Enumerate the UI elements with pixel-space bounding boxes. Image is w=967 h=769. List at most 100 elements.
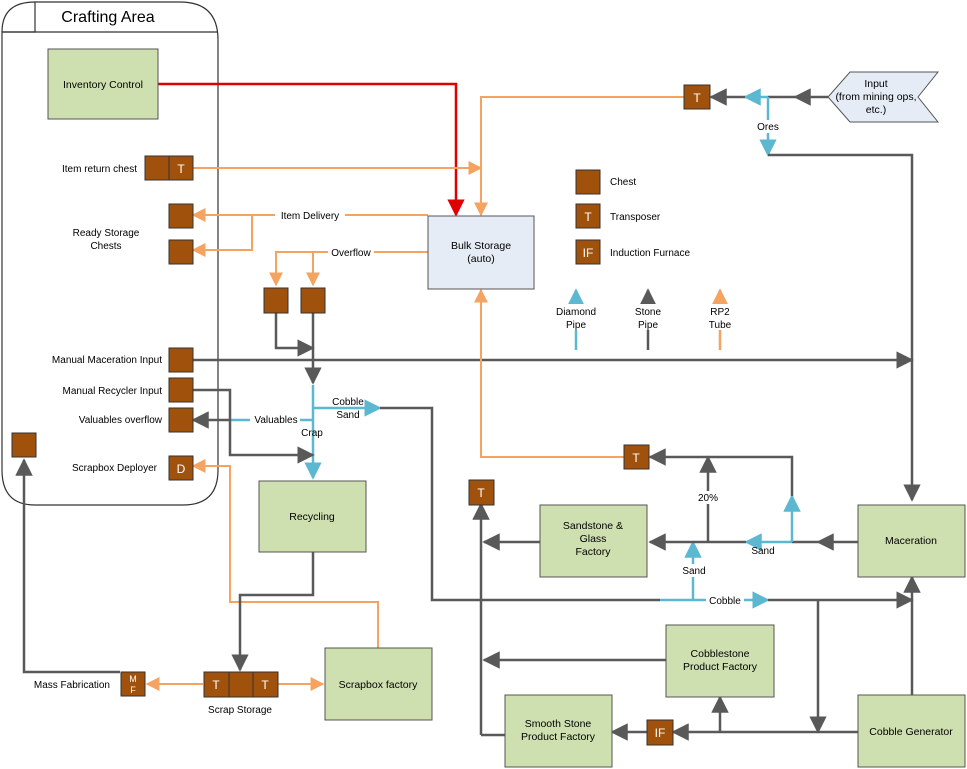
item-return-chest-label: Item return chest	[62, 164, 137, 175]
sandstone-glass-factory-node[interactable]: Sandstone & Glass Factory	[539, 504, 648, 578]
legend: Chest T Transposer IF Induction Furnace …	[556, 169, 736, 350]
cobblestone-label-2: Product Factory	[683, 661, 758, 673]
legend-diamond-label-1: Diamond	[556, 307, 596, 318]
cobble-sand-label-1: Cobble	[332, 397, 364, 408]
recycling-to-scrap	[231, 552, 315, 672]
products-transposer[interactable]	[623, 444, 650, 470]
legend-diamond-label-2: Pipe	[566, 320, 586, 331]
scrap-storage-label: Scrap Storage	[208, 705, 272, 716]
item-return-transposer-letter: T	[177, 162, 185, 176]
mass-fab-output	[15, 458, 120, 674]
overflow-chest-1[interactable]	[263, 287, 289, 314]
crafting-area: Crafting Area	[1, 1, 219, 506]
legend-stone-label-1: Stone	[635, 307, 662, 318]
bus-transposer[interactable]	[468, 479, 495, 506]
legend-transposer-label: Transposer	[610, 212, 661, 223]
scrap-transposer-right-letter: T	[261, 678, 269, 692]
manual-maceration-label: Manual Maceration Input	[52, 355, 162, 366]
scrapbox-deployer-tube	[191, 459, 379, 648]
item-return-transposer[interactable]	[168, 155, 194, 181]
smooth-stone-label-2: Product Factory	[521, 731, 596, 743]
smooth-stone-product-factory-node[interactable]: Smooth Stone Product Factory	[504, 694, 613, 768]
deployer-letter: D	[177, 462, 186, 476]
input-label-3: etc.)	[866, 104, 886, 116]
input-tube-to-bulk	[474, 96, 684, 217]
mass-fabrication-label: Mass Fabrication	[34, 680, 110, 691]
products-tube-to-bulk	[474, 288, 624, 458]
sandstone-label-2: Glass	[580, 533, 607, 545]
legend-transposer-swatch	[575, 203, 601, 229]
sandstone-label-3: Factory	[575, 546, 611, 558]
ores-to-maceration	[768, 153, 921, 502]
recycling-node[interactable]: Recycling	[258, 480, 367, 553]
connections	[15, 82, 921, 741]
cobble-generator-label: Cobble Generator	[869, 726, 953, 738]
overflow-chest-2[interactable]	[300, 287, 326, 314]
overflow-tube-1	[269, 251, 428, 287]
ready-storage-chest-1[interactable]	[168, 203, 194, 229]
inventory-control-node[interactable]: Inventory Control	[47, 48, 159, 120]
input-transposer-letter: T	[693, 91, 701, 105]
manual-recycler-chest[interactable]	[168, 377, 194, 403]
sand-label-1: Sand	[751, 546, 774, 557]
bulk-storage-node[interactable]: Bulk Storage (auto)	[427, 215, 535, 290]
scrap-storage-chest[interactable]	[228, 671, 254, 698]
cobble-label: Cobble	[709, 596, 741, 607]
scrapbox-factory-node[interactable]: Scrapbox factory	[324, 647, 433, 721]
ores-label: Ores	[757, 122, 779, 133]
scrapbox-deployer-block[interactable]	[168, 455, 194, 481]
input-label-2: (from mining ops,	[835, 91, 916, 103]
cobble-generator-node[interactable]: Cobble Generator	[857, 694, 966, 768]
labels: Item return chest Ready Storage Chests M…	[34, 120, 782, 716]
mass-fab-output-chest[interactable]	[11, 432, 37, 458]
maceration-node[interactable]: Maceration	[857, 504, 966, 578]
cobblestone-label-1: Cobblestone	[691, 648, 750, 660]
ready-storage-label-2: Chests	[90, 241, 121, 252]
legend-tube-label-2: Tube	[709, 320, 732, 331]
manual-recycler-label: Manual Recycler Input	[63, 386, 163, 397]
scrapbox-factory-label: Scrapbox factory	[339, 679, 419, 691]
cobble-sand-label-2: Sand	[336, 410, 359, 421]
bus-transposer-letter: T	[477, 486, 485, 500]
machine-blocks: T D M F T T T T T I	[11, 84, 711, 746]
scrap-transposer-left[interactable]	[203, 671, 230, 698]
smooth-stone-label-1: Smooth Stone	[525, 718, 592, 730]
item-delivery-tube-2	[191, 215, 253, 257]
item-return-chest[interactable]	[144, 155, 170, 181]
scrap-transposer-right[interactable]	[252, 671, 279, 698]
input-node[interactable]: Input (from mining ops, etc.)	[827, 71, 940, 123]
sand-label-2: Sand	[682, 566, 705, 577]
legend-if-label: Induction Furnace	[610, 248, 690, 259]
mass-fabricator[interactable]	[120, 671, 146, 697]
valuables-label: Valuables	[254, 415, 297, 426]
maceration-label: Maceration	[885, 535, 937, 547]
manual-maceration-chest[interactable]	[168, 347, 194, 373]
cobblestone-product-factory-node[interactable]: Cobblestone Product Factory	[665, 624, 775, 698]
inventory-control-link	[158, 82, 465, 217]
inventory-control-label: Inventory Control	[63, 79, 143, 91]
scrapbox-deployer-label: Scrapbox Deployer	[72, 463, 158, 474]
sand-upper-return	[708, 455, 794, 496]
valuables-overflow-label: Valuables overflow	[79, 415, 163, 426]
crap-label: Crap	[301, 428, 323, 439]
manual-recycler-pipe	[193, 388, 315, 464]
input-transposer[interactable]	[683, 84, 711, 110]
bulk-storage-sublabel: (auto)	[467, 253, 494, 265]
ready-storage-chest-2[interactable]	[168, 239, 194, 265]
induction-furnace[interactable]	[646, 719, 674, 746]
mass-fab-letter-f: F	[130, 685, 136, 695]
sandstone-label-1: Sandstone &	[563, 520, 623, 532]
overflow-chest-drain-1	[274, 313, 315, 357]
crafting-area-title: Crafting Area	[61, 9, 154, 26]
bulk-storage-label: Bulk Storage	[451, 240, 511, 252]
overflow-label: Overflow	[331, 248, 371, 259]
legend-if-swatch	[575, 239, 601, 265]
valuables-overflow-chest[interactable]	[168, 407, 194, 433]
legend-tube-label-1: RP2	[710, 307, 730, 318]
cobble-sand-pipe	[380, 406, 660, 602]
mass-fab-letter-m: M	[129, 674, 137, 684]
induction-furnace-letters: IF	[655, 726, 666, 740]
scrap-transposer-left-letter: T	[212, 678, 220, 692]
legend-chest-swatch	[575, 169, 601, 195]
